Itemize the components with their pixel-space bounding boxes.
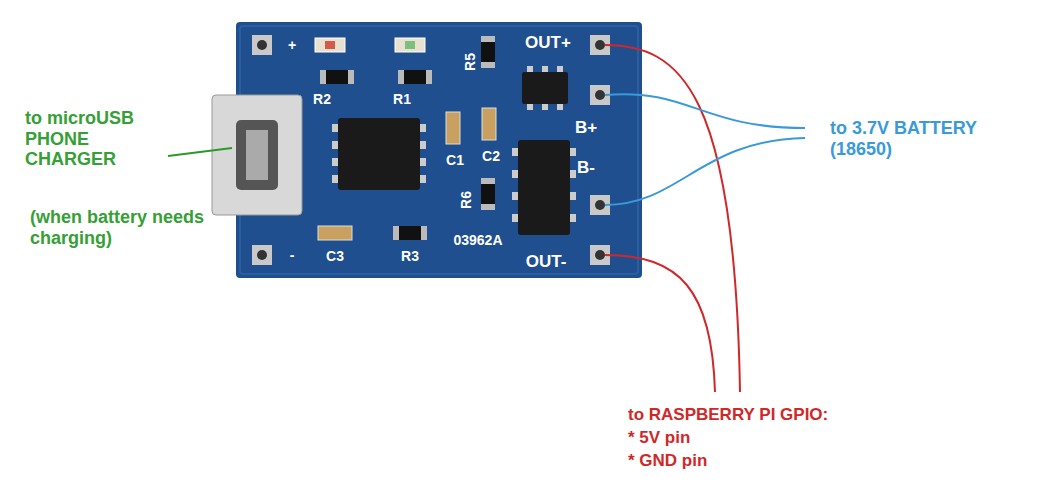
capacitor-symbol <box>318 226 352 240</box>
pad-hole <box>257 40 267 50</box>
part-name: R6 <box>458 191 474 209</box>
chip-leg <box>332 124 338 132</box>
usb-socket <box>236 120 278 190</box>
board-marking: + <box>288 37 296 53</box>
chip-leg <box>570 214 576 222</box>
resistor-body <box>404 70 426 84</box>
part-name: R3 <box>401 248 419 264</box>
part-name: C1 <box>446 152 464 168</box>
led <box>395 38 425 52</box>
chip-leg <box>512 170 518 178</box>
usb-tongue <box>246 130 268 180</box>
chip-leg <box>570 148 576 156</box>
chip-leg <box>542 66 548 73</box>
chip-leg <box>332 141 338 149</box>
chip-leg <box>527 66 533 73</box>
mosfet-chip <box>518 140 570 235</box>
pad-hole <box>257 250 267 260</box>
note-text: to microUSB PHONE CHARGER <box>25 108 147 170</box>
pad-hole <box>595 90 605 100</box>
charger-chip <box>338 118 420 190</box>
led-die <box>405 41 415 49</box>
chip-leg <box>570 192 576 200</box>
pad-hole <box>595 40 605 50</box>
chip-leg <box>332 158 338 166</box>
chip-leg <box>512 148 518 156</box>
pin-name: OUT+ <box>525 33 571 53</box>
resistor-body <box>399 226 421 240</box>
pin-name: * GND pin <box>628 451 828 471</box>
blue-wire <box>605 94 805 128</box>
resistor-body <box>481 184 495 204</box>
chip-leg <box>512 192 518 200</box>
chip-leg <box>420 124 426 132</box>
board-marking: - <box>290 247 295 263</box>
chip-leg <box>332 175 338 183</box>
resistor-symbol <box>481 178 495 210</box>
usb-connector <box>212 95 302 215</box>
resistor-symbol <box>393 226 427 240</box>
led <box>315 38 345 52</box>
blue-wire <box>605 138 805 205</box>
protection-chip <box>522 72 568 104</box>
pin-name: B- <box>577 158 595 178</box>
note-text: (when battery needs charging) <box>30 207 220 248</box>
chip-leg <box>527 103 533 110</box>
chip-leg <box>542 103 548 110</box>
part-name: C2 <box>482 148 500 164</box>
chip-leg <box>420 158 426 166</box>
red-wire <box>605 255 715 392</box>
red-wire <box>605 45 740 392</box>
chip-leg <box>557 66 563 73</box>
pad-hole <box>595 250 605 260</box>
led-die <box>325 41 335 49</box>
resistor-body <box>481 42 495 62</box>
pad-hole <box>595 200 605 210</box>
chip-leg <box>557 103 563 110</box>
capacitor-symbol <box>446 112 460 144</box>
part-name: R5 <box>462 53 478 71</box>
part-name: R2 <box>313 91 331 107</box>
solder-pad <box>252 35 272 55</box>
resistor-symbol <box>398 70 432 84</box>
note-text: to RASPBERRY PI GPIO: <box>628 405 888 425</box>
chip-leg <box>420 175 426 183</box>
green-wire <box>168 148 232 156</box>
chip-leg <box>420 141 426 149</box>
resistor-symbol <box>481 36 495 68</box>
pin-name: * 5V pin <box>628 428 828 448</box>
chip-leg <box>570 170 576 178</box>
note-text: to 3.7V BATTERY (18650) <box>830 118 1020 159</box>
capacitor-symbol <box>482 108 496 140</box>
solder-pad <box>252 245 272 265</box>
part-name: C3 <box>326 248 344 264</box>
board-code: 03962A <box>453 232 502 248</box>
resistor-symbol <box>320 70 354 84</box>
pin-name: OUT- <box>526 252 567 272</box>
pin-name: B+ <box>575 118 597 138</box>
part-name: R1 <box>393 91 411 107</box>
resistor-body <box>326 70 348 84</box>
chip-leg <box>512 214 518 222</box>
